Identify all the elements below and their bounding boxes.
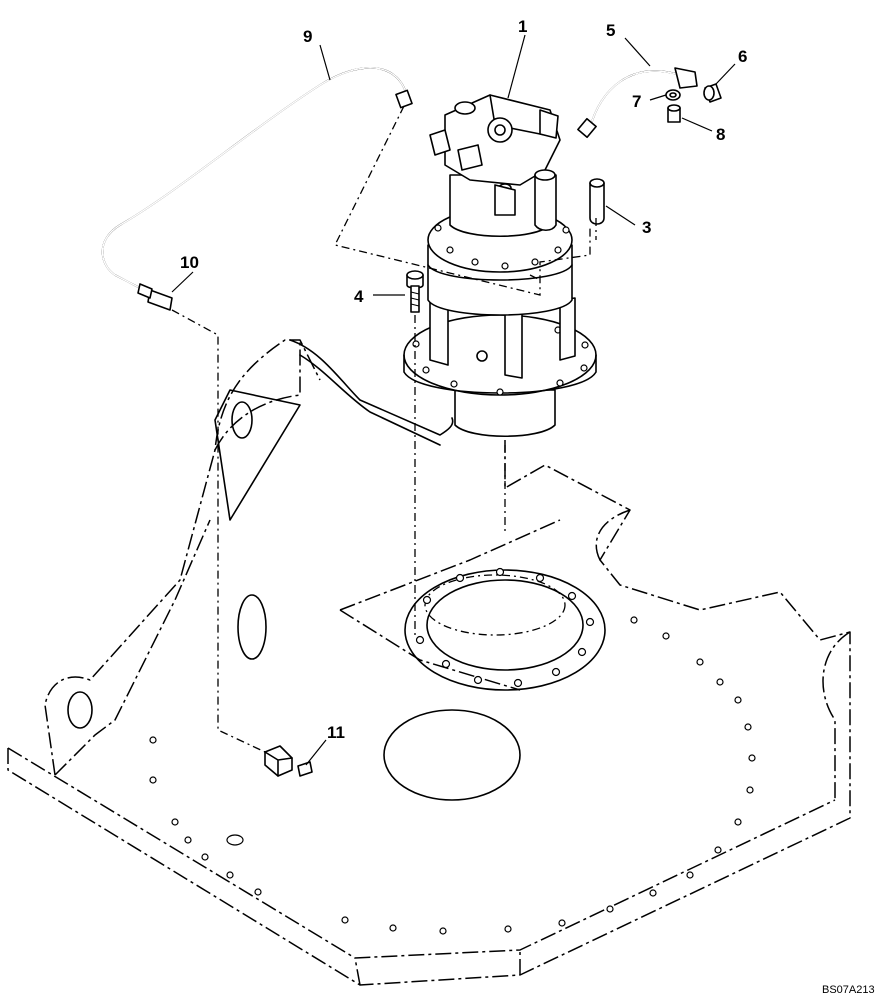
hose-9 — [101, 67, 413, 289]
callout-4: 4 — [354, 287, 364, 306]
fitting-11 — [264, 745, 313, 777]
frame-mounting-ring — [404, 567, 606, 691]
hose-5 — [577, 67, 698, 139]
plug-6 — [703, 83, 722, 103]
callout-5: 5 — [606, 21, 615, 40]
callout-labels: 1 3 4 5 6 7 8 9 10 11 BS07A213 — [180, 17, 875, 996]
leader-lines — [171, 34, 736, 766]
callout-8: 8 — [716, 125, 725, 144]
callout-1: 1 — [518, 17, 527, 36]
callout-10: 10 — [180, 253, 199, 272]
drain-line — [289, 339, 454, 446]
plate-bolt-holes — [149, 616, 756, 935]
fitting-8 — [667, 104, 681, 123]
boom-bracket — [44, 339, 321, 776]
drawing-code: BS07A213 — [822, 984, 875, 996]
washer-7 — [665, 89, 681, 101]
alignment-lines — [171, 105, 597, 753]
pin-3 — [589, 178, 605, 225]
callout-11: 11 — [327, 723, 345, 742]
upper-frame-base-plate — [7, 440, 851, 986]
callout-9: 9 — [303, 27, 312, 46]
swing-motor — [403, 94, 597, 437]
bolt-4 — [406, 270, 424, 313]
callout-7: 7 — [632, 92, 641, 111]
callout-6: 6 — [738, 47, 747, 66]
callout-3: 3 — [642, 218, 651, 237]
fitting-10 — [137, 283, 173, 311]
